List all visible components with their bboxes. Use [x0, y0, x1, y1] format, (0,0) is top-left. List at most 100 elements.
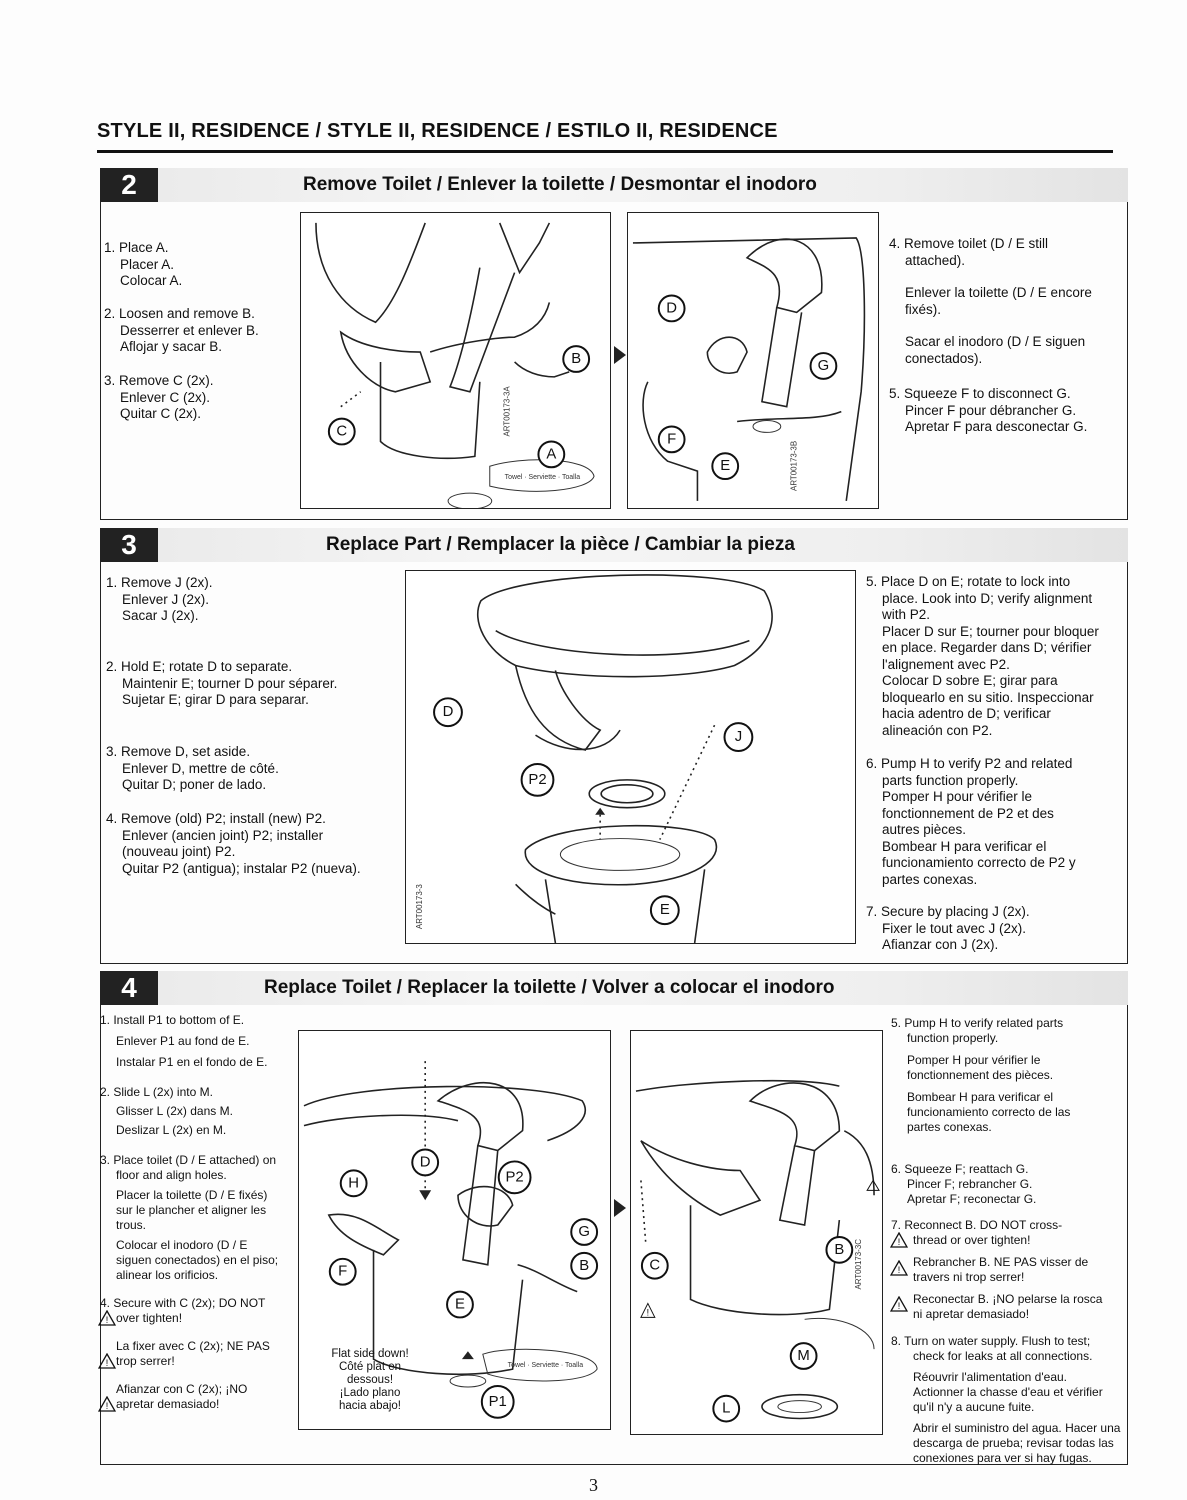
step-arrow-icon: [614, 346, 626, 364]
section-2-step-5: 5. Squeeze F to disconnect G. Pincer F p…: [889, 386, 1088, 434]
section-2-box: [100, 202, 1128, 520]
svg-text:A: A: [546, 446, 556, 462]
section-4-step-1: 1. Install P1 to bottom of E. Enlever P1…: [100, 1013, 268, 1069]
svg-text:E: E: [720, 458, 730, 474]
replace-part-illustration: ART00173-3 D J P2 E: [415, 574, 773, 943]
page-number: 3: [589, 1475, 598, 1495]
callout-h: H: [339, 1169, 368, 1198]
section-4-figure-1: Towel · Serviette · Toalla D H P2 G F B …: [298, 1030, 611, 1430]
callout-d: D: [433, 697, 463, 728]
section-2-figure-1: ART00173-3A Towel · Serviette · Toalla B…: [300, 212, 611, 509]
svg-text:D: D: [443, 704, 454, 720]
section-4-step-4: 4. Secure with C (2x); DO NOT over tight…: [100, 1296, 270, 1411]
callout-l: L: [712, 1394, 741, 1423]
svg-text:F: F: [338, 1264, 347, 1280]
section-3-step-5: 5. Place D on E; rotate to lock into pla…: [866, 574, 1099, 738]
section-2-number: 2: [100, 168, 158, 202]
svg-text:E: E: [660, 902, 670, 918]
svg-text:B: B: [571, 351, 581, 367]
step-arrow-icon: [614, 1199, 626, 1217]
section-3-number: 3: [100, 528, 158, 562]
section-4-step-7: 7. Reconnect B. DO NOT cross- thread or …: [891, 1218, 1103, 1321]
section-4-step-3: 3. Place toilet (D / E attached) on floo…: [100, 1153, 279, 1282]
section-4-figure-2: ! ART00173-3C C B M L: [630, 1030, 883, 1435]
svg-text:!: !: [898, 1265, 901, 1275]
svg-text:P1: P1: [489, 1394, 507, 1410]
svg-text:L: L: [722, 1401, 730, 1417]
svg-text:E: E: [455, 1297, 465, 1313]
warning-icon: !: [890, 1260, 908, 1276]
section-3-step-6: 6. Pump H to verify P2 and related parts…: [866, 756, 1076, 887]
section-4-step-8: 8. Turn on water supply. Flush to test; …: [891, 1334, 1121, 1465]
section-3-header: 3 Replace Part / Remplacer la pièce / Ca…: [100, 528, 1128, 562]
svg-text:!: !: [647, 1307, 649, 1317]
callout-f: F: [328, 1257, 357, 1286]
section-3-figure: ART00173-3 D J P2 E: [405, 570, 856, 944]
flat-side-caption: Flat side down! Côté plat en dessous! ¡L…: [331, 1348, 409, 1412]
callout-a: A: [537, 440, 566, 469]
callout-g: G: [570, 1218, 599, 1246]
callout-j: J: [723, 722, 754, 753]
svg-text:B: B: [579, 1258, 589, 1274]
svg-text:J: J: [735, 729, 742, 745]
callout-d: D: [657, 294, 686, 323]
callout-b: B: [570, 1251, 599, 1280]
section-4-step-6: 6. Squeeze F; reattach G. Pincer F; rebr…: [891, 1162, 1037, 1206]
section-3-step-3: 3. Remove D, set aside. Enlever D, mettr…: [106, 744, 279, 792]
callout-p1: P1: [480, 1385, 515, 1419]
warning-icon: !: [98, 1396, 116, 1412]
warning-icon: !: [890, 1232, 908, 1248]
section-3-step-7: 7. Secure by placing J (2x). Fixer le to…: [866, 904, 1030, 952]
section-2-step-3: 3. Remove C (2x). Enlever C (2x). Quitar…: [104, 373, 214, 421]
svg-text:!: !: [898, 1301, 901, 1311]
section-4-header: 4 Replace Toilet / Replacer la toilette …: [100, 971, 1128, 1005]
svg-text:!: !: [898, 1237, 901, 1247]
svg-text:M: M: [797, 1348, 809, 1364]
callout-d: D: [411, 1148, 440, 1177]
svg-text:!: !: [106, 1315, 109, 1325]
svg-text:!: !: [106, 1358, 109, 1368]
remove-toilet-illustration-2: ART00173-3B D G F E: [632, 237, 866, 501]
section-4-step-5: 5. Pump H to verify related parts functi…: [891, 1016, 1071, 1134]
section-2-figure-2: ART00173-3B D G F E: [627, 212, 879, 509]
callout-c: C: [640, 1251, 669, 1280]
svg-text:P2: P2: [506, 1169, 524, 1185]
section-4-title: Replace Toilet / Replacer la toilette / …: [264, 977, 835, 998]
section-3-step-1: 1. Remove J (2x). Enlever J (2x). Sacar …: [106, 575, 213, 623]
svg-text:D: D: [666, 300, 677, 316]
section-2-step-2: 2. Loosen and remove B. Desserrer et enl…: [104, 306, 259, 354]
towel-label: Towel · Serviette · Toalla: [508, 1362, 584, 1369]
warning-icon: !: [890, 1296, 908, 1312]
callout-b: B: [825, 1235, 854, 1264]
art-id-label: ART00173-3B: [790, 441, 799, 491]
art-id-label: ART00173-3: [415, 884, 424, 929]
towel-label: Towel · Serviette · Toalla: [505, 474, 581, 481]
warning-icon: !: [98, 1353, 116, 1369]
section-2-step-1: 1. Place A. Placer A. Colocar A.: [104, 240, 183, 288]
title-divider: [97, 150, 1113, 153]
section-2-title: Remove Toilet / Enlever la toilette / De…: [303, 174, 817, 195]
section-3-step-4: 4. Remove (old) P2; install (new) P2. En…: [106, 811, 361, 876]
section-3-step-2: 2. Hold E; rotate D to separate. Mainten…: [106, 659, 338, 707]
section-4-step-2: 2. Slide L (2x) into M. Glisser L (2x) d…: [100, 1085, 233, 1137]
callout-p2: P2: [497, 1160, 532, 1195]
svg-text:B: B: [834, 1242, 844, 1258]
callout-c: C: [327, 417, 356, 446]
svg-text:F: F: [667, 431, 676, 447]
svg-text:G: G: [818, 358, 830, 374]
callout-e: E: [446, 1290, 474, 1319]
section-3-box: [100, 562, 1128, 964]
callout-p2: P2: [520, 762, 555, 797]
svg-text:!: !: [106, 1401, 109, 1411]
replace-toilet-illustration-1: Towel · Serviette · Toalla D H P2 G F B …: [303, 1061, 599, 1419]
svg-text:P2: P2: [528, 772, 546, 788]
section-3-title: Replace Part / Remplacer la pièce / Camb…: [326, 534, 795, 555]
section-4-number: 4: [100, 971, 158, 1005]
callout-b: B: [562, 345, 591, 373]
callout-g: G: [809, 352, 838, 380]
callout-e: E: [649, 895, 680, 926]
art-id-label: ART00173-3A: [503, 386, 512, 437]
section-2-header: 2 Remove Toilet / Enlever la toilette / …: [100, 168, 1128, 202]
svg-text:C: C: [336, 424, 347, 440]
callout-e: E: [711, 452, 740, 481]
